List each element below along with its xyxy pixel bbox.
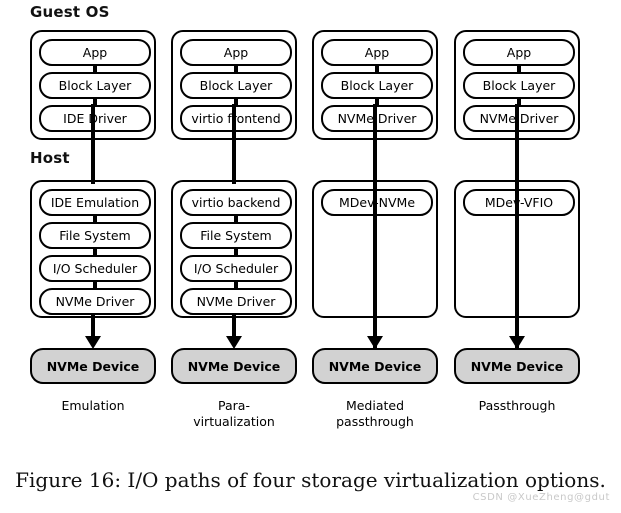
host-group-emulation: IDE Emulation File System I/O Scheduler … xyxy=(30,180,156,318)
device-box-nvme[interactable]: NVMe Device xyxy=(454,348,580,384)
connector-guest-block-driver xyxy=(375,97,379,107)
connector-host-2-3 xyxy=(234,247,238,257)
guest-block-block-layer[interactable]: Block Layer xyxy=(321,72,433,99)
guest-block-block-layer[interactable]: Block Layer xyxy=(180,72,292,99)
connector-guest-block-driver xyxy=(517,97,521,107)
device-box-nvme[interactable]: NVMe Device xyxy=(30,348,156,384)
column-emulation: App Block Layer IDE Driver IDE Emulation… xyxy=(30,0,156,440)
figure-caption: Figure 16: I/O paths of four storage vir… xyxy=(15,468,606,492)
caption-line-1: Mediated xyxy=(345,398,405,413)
column-para-virtualization: App Block Layer virtio frontend virtio b… xyxy=(171,0,297,440)
connector-guest-block-frontend xyxy=(234,97,238,107)
host-block-io-scheduler[interactable]: I/O Scheduler xyxy=(39,255,151,282)
host-block-file-system[interactable]: File System xyxy=(39,222,151,249)
watermark: CSDN @XueZheng@gdut xyxy=(472,492,610,503)
host-block-virtio-backend[interactable]: virtio backend xyxy=(180,189,292,216)
connector-guest-app-block xyxy=(375,64,379,74)
column-caption-mediated-passthrough: Mediated passthrough xyxy=(302,398,448,430)
column-caption-passthrough: Passthrough xyxy=(478,398,556,413)
connector-host-1-2 xyxy=(234,214,238,224)
connector-guest-through-host-to-device xyxy=(515,104,519,348)
caption-line-2: virtualization xyxy=(193,414,275,429)
host-block-file-system[interactable]: File System xyxy=(180,222,292,249)
caption-line-1: Para- xyxy=(218,398,250,413)
guest-block-virtio-frontend[interactable]: virtio frontend xyxy=(180,105,292,132)
column-passthrough: App Block Layer NVMe Driver MDev-VFIO NV… xyxy=(454,0,580,440)
connector-guest-to-host xyxy=(91,104,95,184)
guest-block-nvme-driver[interactable]: NVMe Driver xyxy=(463,105,575,132)
host-block-mdev-vfio[interactable]: MDev-VFIO xyxy=(463,189,575,216)
host-block-nvme-driver[interactable]: NVMe Driver xyxy=(180,288,292,315)
column-caption-emulation: Emulation xyxy=(61,398,125,413)
column-caption-para-virtualization: Para- virtualization xyxy=(161,398,307,430)
connector-host-1-2 xyxy=(93,214,97,224)
guest-block-block-layer[interactable]: Block Layer xyxy=(39,72,151,99)
device-box-nvme[interactable]: NVMe Device xyxy=(171,348,297,384)
arrow-head-icon xyxy=(226,336,242,349)
connector-guest-app-block xyxy=(517,64,521,74)
connector-guest-to-host xyxy=(232,104,236,184)
connector-guest-through-host-to-device xyxy=(373,104,377,348)
guest-block-app[interactable]: App xyxy=(463,39,575,66)
guest-block-app[interactable]: App xyxy=(321,39,433,66)
column-mediated-passthrough: App Block Layer NVMe Driver MDev-NVMe NV… xyxy=(312,0,438,440)
arrow-head-icon xyxy=(509,336,525,349)
device-box-nvme[interactable]: NVMe Device xyxy=(312,348,438,384)
guest-block-block-layer[interactable]: Block Layer xyxy=(463,72,575,99)
connector-host-to-device xyxy=(91,300,95,342)
guest-os-group-passthrough: App Block Layer NVMe Driver xyxy=(454,30,580,140)
connector-host-3-4 xyxy=(93,280,97,290)
guest-block-nvme-driver[interactable]: NVMe Driver xyxy=(321,105,433,132)
arrow-head-icon xyxy=(367,336,383,349)
host-group-para: virtio backend File System I/O Scheduler… xyxy=(171,180,297,318)
guest-block-app[interactable]: App xyxy=(39,39,151,66)
host-block-mdev-nvme[interactable]: MDev-NVMe xyxy=(321,189,433,216)
caption-line-2: passthrough xyxy=(336,414,414,429)
connector-host-to-device xyxy=(232,300,236,342)
connector-guest-block-driver xyxy=(93,97,97,107)
host-section-label: Host xyxy=(30,149,70,167)
connector-host-2-3 xyxy=(93,247,97,257)
arrow-head-icon xyxy=(85,336,101,349)
connector-guest-app-block xyxy=(234,64,238,74)
connector-host-3-4 xyxy=(234,280,238,290)
host-block-io-scheduler[interactable]: I/O Scheduler xyxy=(180,255,292,282)
connector-guest-app-block xyxy=(93,64,97,74)
host-block-nvme-driver[interactable]: NVMe Driver xyxy=(39,288,151,315)
guest-block-app[interactable]: App xyxy=(180,39,292,66)
host-block-ide-emulation[interactable]: IDE Emulation xyxy=(39,189,151,216)
guest-block-driver[interactable]: IDE Driver xyxy=(39,105,151,132)
guest-os-section-label: Guest OS xyxy=(30,3,110,21)
